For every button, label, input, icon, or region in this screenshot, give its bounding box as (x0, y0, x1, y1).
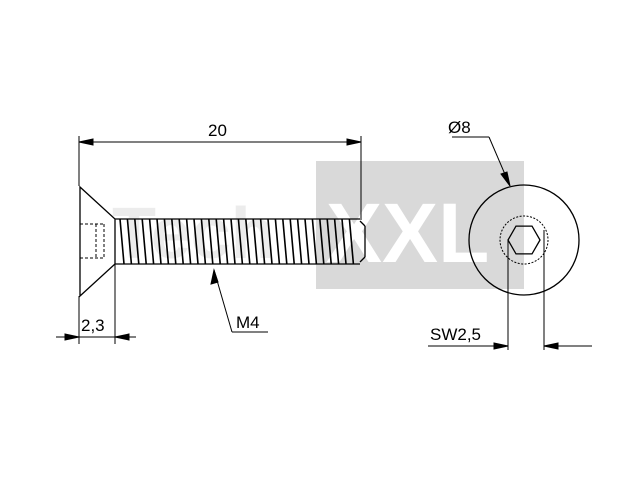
thread-line (141, 218, 147, 265)
dimension-socket-width (428, 230, 592, 350)
thread-line (289, 218, 295, 265)
screw-head (79, 185, 116, 298)
dimension-length (78, 136, 362, 220)
thread-line (319, 218, 325, 265)
thread-line (215, 218, 221, 265)
thread-line (222, 218, 229, 265)
thread-line (274, 218, 281, 265)
diameter-leader (452, 136, 511, 187)
thread-line (126, 218, 133, 265)
thread-line (237, 218, 244, 265)
thread-line (326, 218, 332, 265)
thread-line (134, 218, 140, 265)
thread-line (156, 218, 162, 265)
thread-line (178, 218, 184, 265)
thread-label: M4 (236, 313, 260, 332)
socket-width-label: SW2,5 (430, 325, 481, 344)
thread-line (296, 218, 303, 265)
thread-line (185, 218, 192, 265)
thread-line (245, 218, 251, 265)
thread-line (163, 218, 170, 265)
thread-line (267, 218, 273, 265)
thread-line (193, 218, 199, 265)
thread-line (200, 218, 207, 265)
socket-hidden-lines (80, 223, 105, 259)
thread-line (252, 218, 258, 265)
thread-line (282, 218, 288, 265)
thread-line (333, 218, 340, 265)
thread-line (148, 218, 155, 265)
thread-line (171, 218, 177, 265)
thread-line (259, 218, 266, 265)
thread-line (311, 218, 318, 265)
thread-line (304, 218, 310, 265)
dimension-head-height (56, 264, 136, 344)
thread-line (208, 218, 214, 265)
head-outline (468, 184, 580, 296)
thread-line (341, 218, 347, 265)
thread-line (230, 218, 236, 265)
thread-line (119, 218, 125, 265)
diameter-label: Ø8 (448, 118, 471, 137)
thread-leader (210, 268, 268, 333)
head-height-label: 2,3 (81, 316, 105, 335)
watermark: Tech XXL (112, 161, 524, 289)
socket-chamfer-circle (499, 215, 549, 265)
thread-line (348, 218, 355, 265)
screw-thread (115, 218, 366, 265)
length-label: 20 (208, 121, 227, 140)
screw-end-view (468, 184, 580, 296)
